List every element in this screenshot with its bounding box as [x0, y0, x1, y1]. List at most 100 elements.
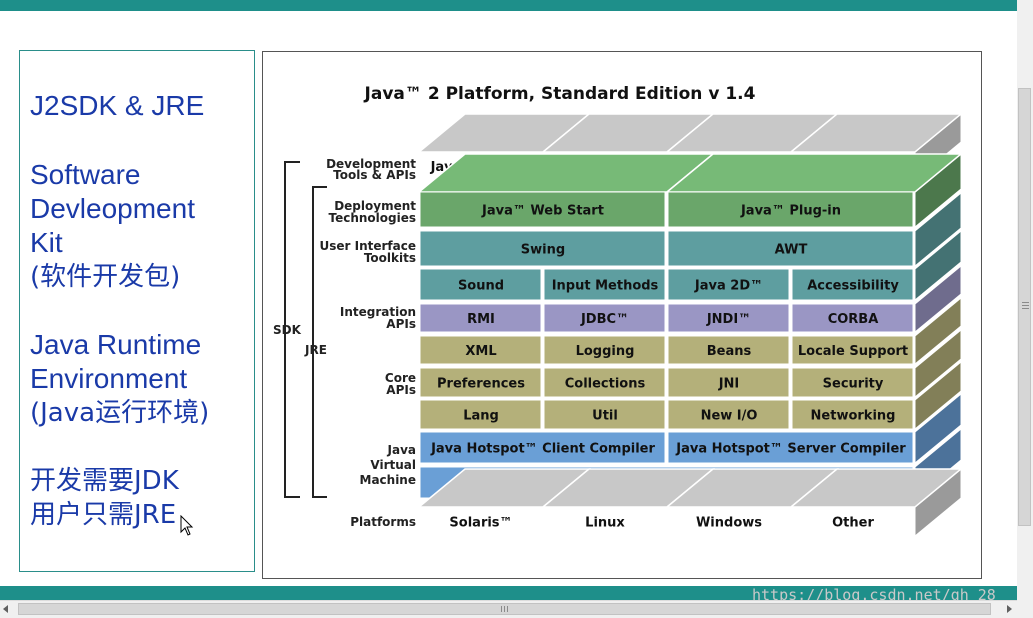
layer-deployment: Java™ Web Start Java™ Plug-in — [416, 152, 964, 229]
block-platforms-1 — [543, 506, 666, 537]
block-label-jvm-1-0: Java Hotspot™ Client Compiler — [430, 442, 655, 457]
svg-text:Toolkits: Toolkits — [364, 251, 416, 265]
block-label-core-2-1: Collections — [565, 377, 646, 392]
block-core-3-3 — [791, 399, 914, 430]
svg-text:User Interface: User Interface — [320, 239, 417, 253]
jre-label: JRE — [304, 343, 327, 357]
block-label-core-3-3: Networking — [811, 409, 896, 424]
top-accent-bar — [0, 0, 1017, 11]
block-integration-3 — [791, 303, 914, 333]
svg-text:APIs: APIs — [386, 383, 416, 397]
block-label-core-3-2: New I/O — [701, 409, 758, 424]
block-core-1-3 — [791, 335, 914, 365]
svg-text:Core: Core — [385, 371, 416, 385]
row-label-deployment: Deployment Technologies — [328, 199, 416, 225]
svg-text:Machine: Machine — [360, 473, 417, 487]
horizontal-scrollbar[interactable] — [0, 600, 1033, 618]
block-label-core-1-2: Beans — [707, 344, 752, 359]
layer-jvm-1: Java Hotspot™ Client Compiler Java Hotspo… — [419, 392, 962, 465]
note-line-2: 用户只需JRE — [30, 500, 177, 530]
block-integration-0 — [419, 303, 542, 333]
row-label-platforms: Platforms — [350, 515, 416, 529]
block-label-ui-toolkits-2-2: Java 2D™ — [694, 279, 763, 294]
row-label-jvm: Java Virtual Machine — [360, 443, 417, 487]
block-core-2-1 — [543, 367, 666, 398]
block-platforms-0 — [419, 506, 542, 537]
block-core-3-1 — [543, 399, 666, 430]
block-platforms-3 — [791, 506, 914, 537]
block-label-integration-0: RMI — [467, 312, 495, 327]
note-line-1: 开发需要JDK — [30, 466, 179, 496]
block-label-platforms-1: Linux — [585, 516, 625, 531]
block-label-deployment-0: Java™ Web Start — [481, 204, 604, 219]
java-platform-diagram: Java™ 2 Platform, Standard Edition v 1.4… — [262, 51, 982, 579]
svg-text:Tools & APIs: Tools & APIs — [333, 168, 416, 182]
scroll-left-arrow-icon[interactable] — [3, 605, 8, 613]
block-integration-2 — [667, 303, 790, 333]
block-ui-toolkits-2-3 — [791, 268, 914, 301]
block-jvm-1-0 — [419, 431, 666, 464]
scrollbar-corner — [1017, 600, 1033, 618]
diagram-title: Java™ 2 Platform, Standard Edition v 1.4 — [364, 84, 756, 104]
sdk-label: SDK — [273, 323, 302, 337]
block-label-core-1-1: Logging — [576, 344, 635, 359]
sdk-line-1: Software — [30, 159, 141, 190]
vertical-scroll-thumb[interactable] — [1018, 88, 1031, 526]
block-label-integration-1: JDBC™ — [580, 312, 629, 327]
scroll-right-arrow-icon[interactable] — [1007, 605, 1012, 613]
block-ui-toolkits-1-0 — [419, 230, 666, 267]
block-label-ui-toolkits-2-1: Input Methods — [552, 279, 659, 294]
block-label-core-2-2: JNI — [718, 377, 740, 392]
sdk-chinese: (软件开发包) — [30, 262, 181, 292]
block-core-1-0 — [419, 335, 542, 365]
jre-line-2: Environment — [30, 363, 188, 394]
block-label-core-1-0: XML — [465, 344, 496, 359]
jre-bracket — [312, 186, 327, 498]
block-label-ui-toolkits-1-1: AWT — [775, 243, 808, 258]
block-label-core-3-1: Util — [592, 409, 618, 424]
sdk-bracket — [284, 161, 300, 498]
svg-text:APIs: APIs — [386, 317, 416, 331]
block-platforms-2 — [667, 506, 790, 537]
svg-text:Deployment: Deployment — [334, 199, 416, 213]
block-label-ui-toolkits-2-0: Sound — [458, 279, 504, 294]
text-panel: J2SDK & JRE Software Devleopment Kit (软件… — [19, 50, 255, 572]
block-ui-toolkits-2-2 — [667, 268, 790, 301]
block-label-core-3-0: Lang — [463, 409, 499, 424]
block-label-core-1-3: Locale Support — [798, 344, 908, 359]
block-label-ui-toolkits-2-3: Accessibility — [807, 279, 899, 294]
block-ui-toolkits-2-1 — [543, 268, 666, 301]
layer-platforms: Solaris™ Linux Windows Other — [416, 467, 964, 538]
block-jvm-1-1 — [667, 431, 914, 464]
block-ui-toolkits-1-1 — [667, 230, 914, 267]
vertical-scrollbar[interactable] — [1017, 0, 1033, 600]
block-label-deployment-1: Java™ Plug-in — [740, 204, 841, 219]
layer-ui-toolkits-1: Swing AWT — [419, 191, 962, 268]
block-core-1-2 — [667, 335, 790, 365]
block-label-platforms-3: Other — [832, 516, 874, 531]
jre-chinese: (Java运行环境) — [30, 398, 210, 428]
svg-text:Virtual: Virtual — [370, 458, 416, 472]
row-label-core: Core APIs — [385, 371, 416, 397]
jre-line-1: Java Runtime — [30, 329, 202, 360]
horizontal-scroll-thumb[interactable] — [18, 603, 991, 615]
block-core-3-0 — [419, 399, 542, 430]
row-label-dev-tools: Development Tools & APIs — [326, 157, 416, 182]
block-label-core-2-3: Security — [823, 377, 884, 392]
block-label-jvm-1-1: Java Hotspot™ Server Compiler — [675, 442, 906, 457]
svg-text:Integration: Integration — [340, 305, 416, 319]
block-core-2-2 — [667, 367, 790, 398]
block-label-platforms-2: Windows — [696, 516, 762, 531]
block-integration-1 — [543, 303, 666, 333]
block-label-integration-3: CORBA — [828, 312, 879, 327]
block-label-core-2-0: Preferences — [437, 377, 525, 392]
block-deployment-1 — [667, 191, 914, 228]
block-deployment-0 — [419, 191, 666, 228]
block-core-2-3 — [791, 367, 914, 398]
watermark: https://blog.csdn.net/qh_28 — [752, 586, 996, 604]
block-label-platforms-0: Solaris™ — [449, 516, 512, 531]
sdk-line-2: Devleopment — [30, 193, 195, 224]
block-label-ui-toolkits-1-0: Swing — [521, 243, 565, 258]
block-core-3-2 — [667, 399, 790, 430]
